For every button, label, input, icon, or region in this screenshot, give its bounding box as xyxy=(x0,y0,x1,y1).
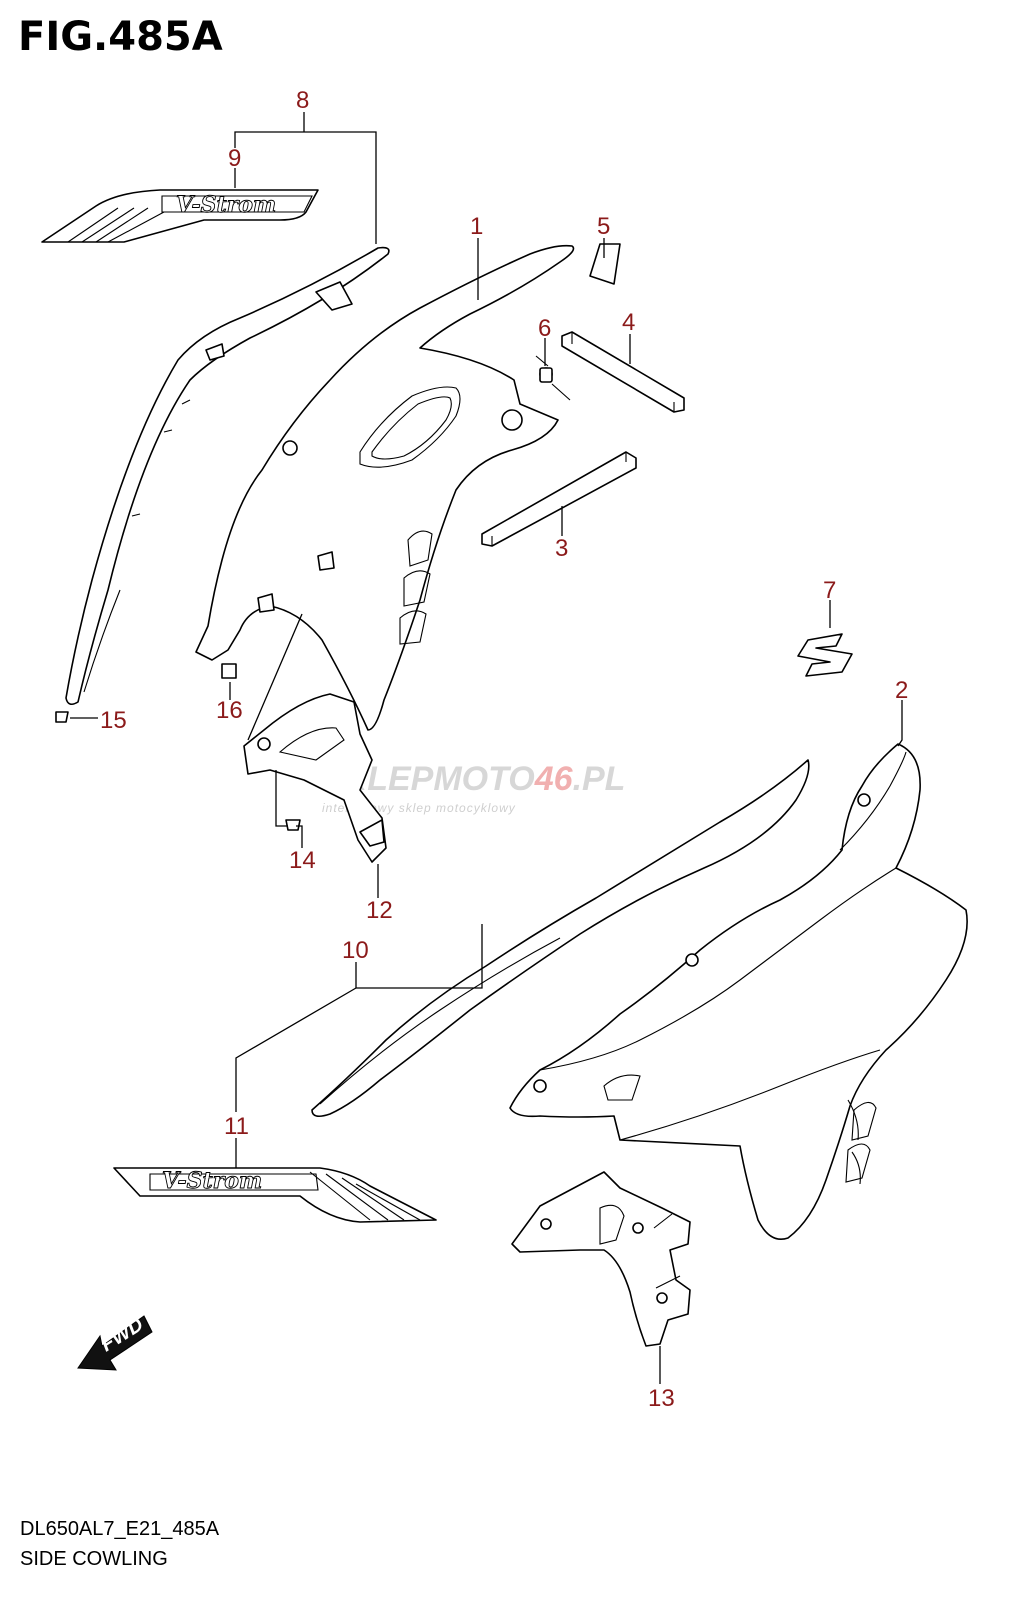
part-side-cowl xyxy=(311,743,968,1240)
callout-16: 16 xyxy=(216,697,243,724)
callout-7: 7 xyxy=(823,577,836,604)
watermark-brand: SKLEPMOTO46.PL xyxy=(320,760,625,798)
part-rubber-strips xyxy=(481,243,685,547)
callout-15: 15 xyxy=(100,707,127,734)
decal-lower: V-Strom xyxy=(113,1167,437,1223)
bolt-6 xyxy=(539,367,553,383)
callout-11: 11 xyxy=(224,1113,249,1140)
part-bracket-lower xyxy=(511,1171,691,1347)
callout-4: 4 xyxy=(622,309,635,336)
watermark-brand-tld: .PL xyxy=(573,760,626,798)
callout-1: 1 xyxy=(470,213,483,240)
callout-10: 10 xyxy=(342,937,369,964)
clip-16 xyxy=(221,663,237,679)
figure-code: DL650AL7_E21_485A xyxy=(20,1518,220,1540)
screw-15 xyxy=(55,711,69,723)
callouts: 8 9 1 5 6 4 3 7 2 15 16 14 12 10 11 13 xyxy=(100,87,908,1412)
part-side-strip xyxy=(65,246,390,706)
callout-14: 14 xyxy=(289,847,316,874)
part-bracket-upper xyxy=(243,693,387,863)
callout-5: 5 xyxy=(597,213,610,240)
decal-upper: V-Strom xyxy=(41,189,319,243)
callout-12: 12 xyxy=(366,897,393,924)
fasteners xyxy=(55,367,553,831)
callout-13: 13 xyxy=(648,1385,675,1412)
decal-upper-text: V-Strom xyxy=(176,192,276,218)
callout-3: 3 xyxy=(555,535,568,562)
part-emblem xyxy=(797,633,853,677)
watermark-brand-num: 46 xyxy=(534,760,574,798)
watermark-brand-mid: MOTO xyxy=(433,760,534,798)
figure-name: SIDE COWLING xyxy=(20,1548,168,1570)
decal-lower-text: V-Strom xyxy=(162,1168,262,1194)
fwd-arrow-icon: FWD xyxy=(77,1313,153,1371)
figure-title: FIG.485A xyxy=(18,14,223,60)
callout-6: 6 xyxy=(538,315,551,342)
callout-9: 9 xyxy=(228,145,241,172)
callout-2: 2 xyxy=(895,677,908,704)
leader-lines xyxy=(70,112,903,1384)
callout-8: 8 xyxy=(296,87,309,114)
watermark: SKLEPMOTO46.PL internetowy sklep motocyk… xyxy=(320,760,625,815)
screw-14 xyxy=(285,819,301,831)
